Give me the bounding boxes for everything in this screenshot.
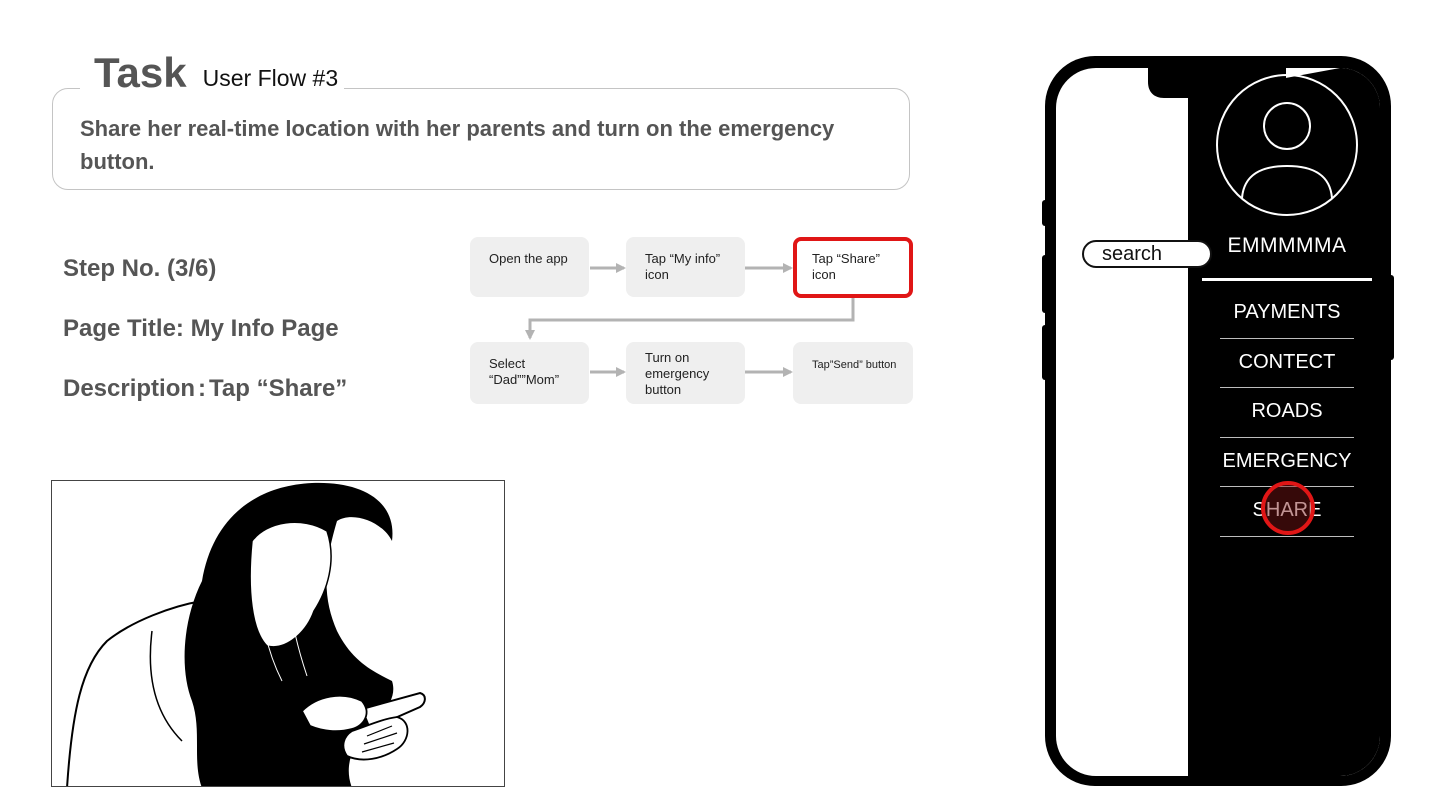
step-description: Description:Tap “Share” bbox=[63, 375, 347, 403]
finger-lines bbox=[361, 725, 398, 753]
task-subtitle: User Flow #3 bbox=[202, 65, 339, 91]
page-title: Page Title: My Info Page bbox=[63, 315, 339, 342]
flow-step-select-parents: Select “Dad””Mom” bbox=[470, 342, 589, 404]
flow-step-open-app: Open the app bbox=[470, 237, 589, 297]
menu-item-emergency[interactable]: EMERGENCY bbox=[1220, 438, 1354, 487]
name-divider bbox=[1202, 278, 1372, 281]
avatar-body bbox=[1241, 164, 1333, 199]
task-title: Task bbox=[94, 49, 187, 96]
phone-shape bbox=[360, 691, 426, 731]
search-input[interactable]: search bbox=[1082, 240, 1212, 268]
flow-step-emergency: Turn on emergency button bbox=[626, 342, 745, 404]
hand-left bbox=[300, 694, 368, 733]
tap-indicator bbox=[1261, 481, 1315, 535]
flow-step-tap-my-info: Tap “My info” icon bbox=[626, 237, 745, 297]
flow-arrow-3-4 bbox=[525, 298, 855, 340]
description-label: Description bbox=[63, 375, 196, 402]
user-name: EMMMMMA bbox=[1227, 234, 1347, 257]
description-value: Tap “Share” bbox=[209, 375, 348, 402]
face-shape bbox=[249, 521, 332, 648]
task-title-group: Task User Flow #3 bbox=[80, 49, 345, 96]
flow-step-send: Tap”Send” button bbox=[793, 342, 913, 404]
menu-item-contect[interactable]: CONTECT bbox=[1220, 339, 1354, 388]
menu-item-payments[interactable]: PAYMENTS bbox=[1220, 289, 1354, 339]
task-description: Share her real-time location with her pa… bbox=[80, 116, 835, 174]
flow-step-tap-share: Tap “Share” icon bbox=[793, 237, 913, 298]
avatar-head bbox=[1263, 102, 1311, 150]
strands bbox=[261, 540, 308, 682]
arm-line bbox=[221, 680, 303, 723]
side-drawer: EMMMMMA PAYMENTS CONTECT ROADS EMERGENCY… bbox=[1188, 96, 1386, 776]
woman-phone-illustration bbox=[51, 480, 505, 787]
step-number: Step No. (3/6) bbox=[63, 255, 217, 282]
menu-item-roads[interactable]: ROADS bbox=[1220, 388, 1354, 438]
hand-right bbox=[342, 716, 409, 761]
avatar-ring bbox=[1216, 74, 1358, 216]
task-box bbox=[52, 88, 910, 190]
phone-frame bbox=[1042, 56, 1394, 786]
woman-phone-sketch bbox=[66, 482, 426, 786]
description-separator: : bbox=[198, 375, 207, 402]
collar bbox=[231, 630, 278, 663]
drawer-background bbox=[1188, 68, 1380, 776]
shirt-outline bbox=[66, 600, 203, 786]
shirt-fold bbox=[149, 630, 183, 742]
